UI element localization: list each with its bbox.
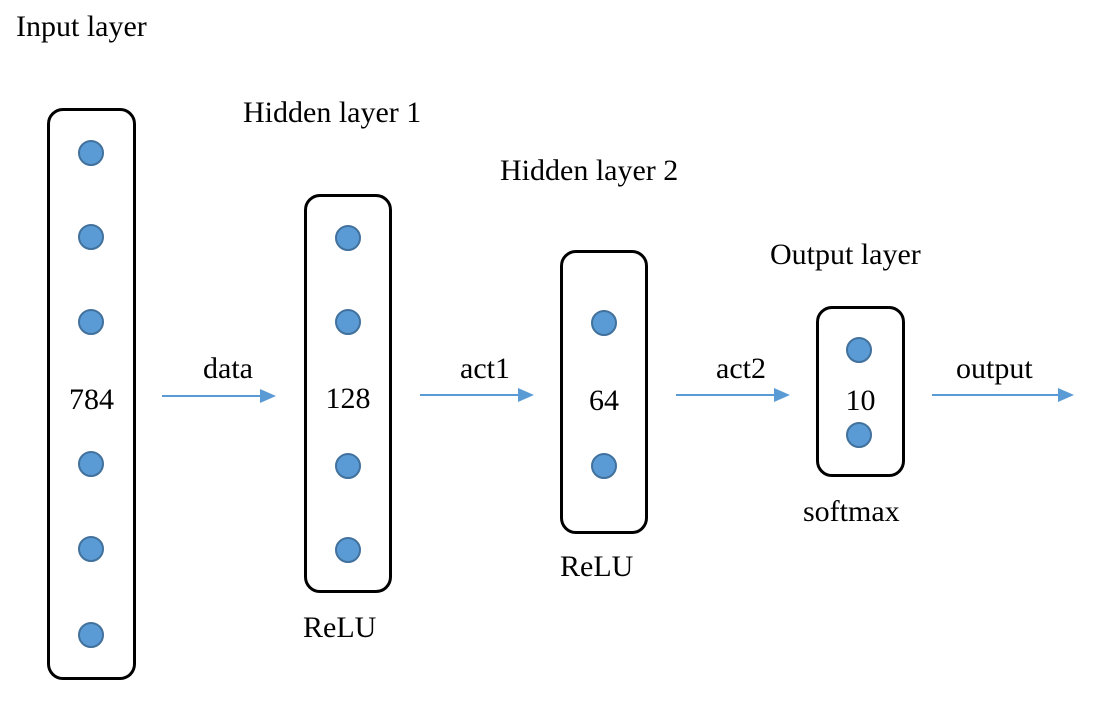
hidden-layer-2-box: 64 (560, 250, 648, 534)
output-edge-label: output (956, 352, 1033, 385)
hidden-layer-2-title: Hidden layer 2 (500, 154, 679, 187)
hidden1-node (335, 453, 361, 479)
input-layer-box: 784 (47, 108, 136, 680)
act1-arrow (420, 385, 536, 405)
data-arrow (162, 386, 278, 406)
act2-arrow (676, 385, 792, 405)
hidden-layer-1-activation: ReLU (303, 611, 377, 644)
output-layer-count: 10 (845, 384, 876, 417)
output-arrow (932, 385, 1076, 405)
input-node (78, 451, 104, 477)
hidden1-node (335, 309, 361, 335)
output-layer-activation: softmax (803, 495, 900, 528)
hidden1-node (335, 225, 361, 251)
output-layer-box: 10 (816, 306, 905, 477)
hidden-layer-1-count: 128 (325, 382, 371, 415)
hidden-layer-1-box: 128 (304, 194, 392, 593)
input-node (78, 536, 104, 562)
input-node (78, 622, 104, 648)
hidden-layer-2-count: 64 (589, 384, 619, 417)
input-layer-title: Input layer (16, 10, 147, 43)
output-node (846, 337, 872, 363)
hidden-layer-2-activation: ReLU (560, 550, 634, 583)
hidden-layer-1-title: Hidden layer 1 (243, 96, 422, 129)
act2-edge-label: act2 (716, 352, 766, 385)
data-edge-label: data (203, 352, 253, 385)
input-node (78, 140, 104, 166)
act1-edge-label: act1 (460, 352, 510, 385)
hidden2-node (591, 310, 617, 336)
hidden2-node (591, 453, 617, 479)
input-node (78, 224, 104, 250)
hidden1-node (335, 537, 361, 563)
output-node (846, 422, 872, 448)
input-node (78, 309, 104, 335)
output-layer-title: Output layer (770, 238, 921, 271)
input-layer-count: 784 (69, 383, 114, 416)
